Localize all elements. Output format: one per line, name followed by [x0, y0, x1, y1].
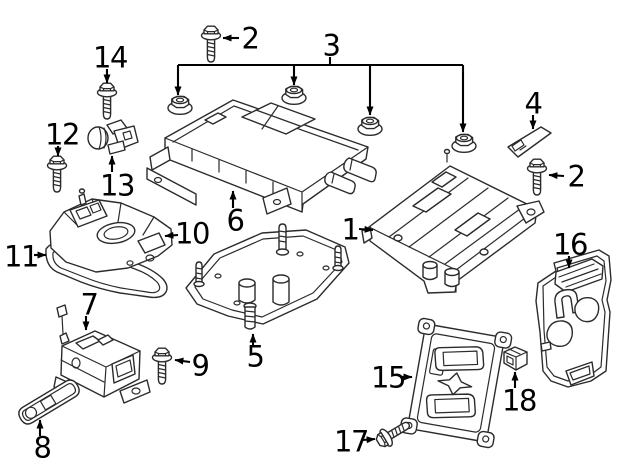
bolt-12	[46, 155, 68, 193]
callout-label-12: 12	[45, 118, 79, 152]
part-16-bracket-plate	[535, 249, 612, 388]
callout-label-18: 18	[502, 384, 536, 418]
nut-3-a	[167, 95, 193, 116]
callout-2-right: 2	[548, 160, 586, 194]
leader-arrow	[164, 231, 179, 239]
part-15-flat-control-module	[399, 317, 513, 449]
callout-6: 6	[227, 190, 245, 238]
callout-label-14: 14	[93, 41, 127, 75]
leader-arrow	[362, 436, 376, 444]
callout-label-8: 8	[34, 431, 51, 465]
part-13-sensor	[87, 119, 139, 155]
callout-15: 15	[371, 361, 413, 395]
part-8-strap-bracket	[18, 379, 80, 425]
part-10-module-cover	[49, 188, 173, 273]
bolt-9	[151, 347, 173, 385]
leader-arrow	[358, 225, 374, 233]
callout-10: 10	[164, 217, 210, 251]
callout-3-group: 3	[174, 29, 467, 133]
callout-2-top: 2	[222, 22, 260, 56]
callout-16: 16	[553, 228, 588, 269]
nut-3-c	[357, 116, 383, 137]
callout-13: 13	[100, 155, 135, 203]
callout-label-15: 15	[371, 361, 405, 395]
callout-9: 9	[174, 349, 210, 383]
callout-label-9: 9	[192, 349, 209, 383]
bolt-2-top	[200, 25, 222, 63]
callout-label-16: 16	[553, 228, 587, 262]
leader-arrow	[174, 357, 191, 365]
part-1-inverter-module	[361, 148, 545, 294]
callout-1: 1	[342, 213, 374, 247]
callout-18: 18	[502, 371, 537, 418]
nut-3-b	[281, 85, 307, 106]
part-4-spacer-plate	[507, 126, 552, 158]
leader-arrow	[548, 172, 565, 180]
nut-3-d	[451, 133, 477, 154]
callout-label-13: 13	[100, 169, 134, 203]
bolt-14	[96, 82, 118, 120]
callout-label-1: 1	[342, 213, 359, 247]
callout-12: 12	[45, 118, 80, 157]
callout-11: 11	[4, 240, 47, 274]
callout-14: 14	[93, 41, 128, 84]
callout-17: 17	[334, 425, 376, 459]
part-5-stud-bracket	[185, 223, 350, 330]
callout-label-5: 5	[247, 340, 264, 374]
callout-5: 5	[247, 333, 265, 374]
part-18-clip-nut	[503, 346, 528, 371]
callout-label-10: 10	[175, 217, 209, 251]
callout-8: 8	[34, 419, 52, 465]
callout-label-7: 7	[81, 288, 98, 322]
callout-label-3: 3	[323, 29, 340, 63]
callout-4: 4	[525, 87, 543, 130]
callout-label-2-top: 2	[242, 22, 259, 56]
callout-7: 7	[81, 288, 99, 331]
callout-label-11: 11	[4, 240, 38, 274]
callout-label-17: 17	[334, 425, 368, 459]
callout-label-4: 4	[525, 87, 542, 121]
bolt-2-right	[526, 158, 548, 196]
part-7-small-module	[53, 304, 151, 404]
callout-label-2-right: 2	[568, 160, 585, 194]
callout-label-6: 6	[227, 204, 244, 238]
part-6-control-module	[146, 99, 377, 215]
